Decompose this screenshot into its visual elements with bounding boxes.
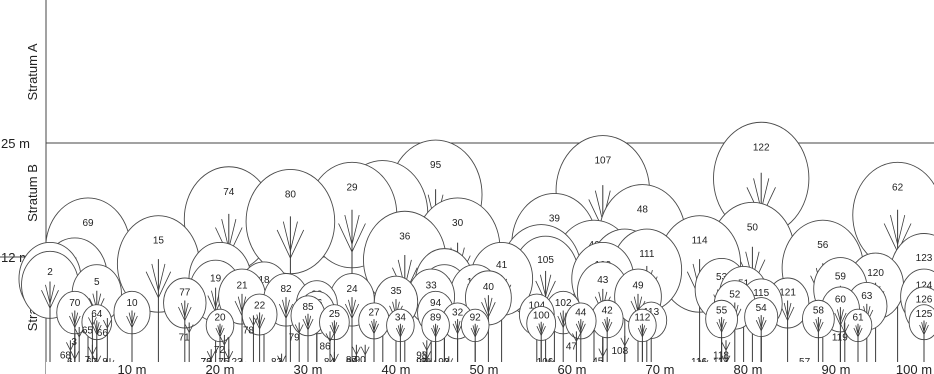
tree-label-56: 56 bbox=[817, 240, 829, 251]
height-label-25m: 25 m bbox=[1, 136, 30, 151]
tree-label-44: 44 bbox=[575, 308, 587, 319]
tree-label-61: 61 bbox=[852, 313, 864, 324]
tree-label-78: 78 bbox=[243, 325, 255, 336]
tree-label-69: 69 bbox=[82, 218, 94, 229]
tree-label-48: 48 bbox=[637, 205, 649, 216]
tree-label-25: 25 bbox=[329, 309, 341, 320]
tree-label-27: 27 bbox=[368, 308, 380, 319]
tree-77: 77 bbox=[164, 278, 207, 367]
tree-61: 61 bbox=[844, 309, 872, 367]
tree-label-63: 63 bbox=[861, 291, 873, 302]
tree-label-43: 43 bbox=[597, 275, 609, 286]
tree-label-107: 107 bbox=[594, 156, 611, 167]
tree-125: 125 bbox=[909, 305, 934, 367]
stratum-b-label: Stratum B bbox=[25, 164, 40, 222]
tree-label-89: 89 bbox=[430, 313, 442, 324]
tick-label-30m: 30 m bbox=[294, 362, 323, 374]
tree-label-29: 29 bbox=[346, 182, 358, 193]
tree-label-40: 40 bbox=[483, 282, 495, 293]
tree-label-10: 10 bbox=[126, 298, 138, 309]
tree-label-49: 49 bbox=[632, 280, 644, 291]
tree-label-33: 33 bbox=[426, 280, 438, 291]
tree-group: 1221079591296274804839306950361511446561… bbox=[19, 122, 934, 372]
tree-10: 10 bbox=[114, 291, 150, 367]
tick-label-90m: 90 m bbox=[822, 362, 851, 374]
tree-label-119: 119 bbox=[832, 333, 848, 344]
tree-34: 34 bbox=[387, 309, 415, 367]
tree-label-62: 62 bbox=[892, 182, 904, 193]
tick-label-80m: 80 m bbox=[734, 362, 763, 374]
tick-label-40m: 40 m bbox=[382, 362, 411, 374]
tree-label-95: 95 bbox=[430, 160, 442, 171]
tree-label-85: 85 bbox=[302, 302, 314, 313]
tree-label-126: 126 bbox=[916, 295, 933, 306]
tree-label-30: 30 bbox=[452, 218, 464, 229]
tree-label-32: 32 bbox=[452, 308, 464, 319]
tree-label-5: 5 bbox=[94, 277, 100, 288]
tree-label-58: 58 bbox=[813, 305, 825, 316]
tree-label-94: 94 bbox=[430, 298, 442, 309]
tick-label-20m: 20 m bbox=[206, 362, 235, 374]
tree-label-72: 72 bbox=[214, 345, 226, 356]
tree-label-15: 15 bbox=[153, 236, 165, 247]
tree-label-65: 65 bbox=[82, 325, 94, 336]
tree-label-47: 47 bbox=[566, 341, 578, 352]
tree-label-105: 105 bbox=[537, 255, 554, 266]
tree-label-66: 66 bbox=[97, 328, 109, 339]
tick-label-70m: 70 m bbox=[646, 362, 675, 374]
tree-54: 54 bbox=[745, 298, 778, 367]
tree-label-79: 79 bbox=[289, 333, 301, 344]
tree-label-92: 92 bbox=[470, 313, 482, 324]
tree-label-20: 20 bbox=[214, 313, 226, 324]
tree-label-35: 35 bbox=[390, 286, 402, 297]
tree-label-42: 42 bbox=[602, 305, 614, 316]
tree-label-111: 111 bbox=[639, 249, 655, 260]
tree-label-123: 123 bbox=[916, 253, 933, 264]
tree-label-34: 34 bbox=[395, 313, 407, 324]
tree-label-19: 19 bbox=[210, 274, 222, 285]
tree-label-39: 39 bbox=[549, 213, 561, 224]
tick-label-50m: 50 m bbox=[470, 362, 499, 374]
tree-label-70: 70 bbox=[69, 298, 81, 309]
tree-label-102: 102 bbox=[555, 298, 572, 309]
tree-label-86: 86 bbox=[319, 341, 331, 352]
tree-label-52: 52 bbox=[729, 290, 741, 301]
tree-label-112: 112 bbox=[634, 313, 650, 324]
tree-label-41: 41 bbox=[496, 260, 508, 271]
tree-label-108: 108 bbox=[611, 346, 628, 357]
tree-71: 71 bbox=[179, 323, 194, 368]
tree-label-59: 59 bbox=[835, 272, 847, 283]
tree-label-54: 54 bbox=[756, 303, 768, 314]
tree-label-114: 114 bbox=[692, 236, 708, 247]
tree-label-36: 36 bbox=[399, 231, 411, 242]
tree-label-24: 24 bbox=[346, 284, 358, 295]
tree-label-60: 60 bbox=[835, 295, 847, 306]
tree-label-74: 74 bbox=[223, 187, 235, 198]
tree-label-120: 120 bbox=[867, 268, 884, 279]
tree-label-71: 71 bbox=[179, 333, 191, 344]
tree-label-100: 100 bbox=[533, 310, 550, 321]
tick-label-100m: 100 m bbox=[896, 362, 932, 374]
tree-92: 92 bbox=[461, 309, 489, 367]
tree-label-2: 2 bbox=[47, 267, 53, 278]
tree-label-64: 64 bbox=[91, 309, 103, 320]
tree-label-122: 122 bbox=[753, 142, 770, 153]
tick-label-60m: 60 m bbox=[558, 362, 587, 374]
tree-label-55: 55 bbox=[716, 305, 728, 316]
tree-label-50: 50 bbox=[747, 222, 759, 233]
tree-label-82: 82 bbox=[280, 284, 292, 295]
stratum-a-label: Stratum A bbox=[25, 43, 40, 100]
tree-label-125: 125 bbox=[916, 309, 933, 320]
tree-label-80: 80 bbox=[285, 189, 297, 200]
tree-label-77: 77 bbox=[179, 288, 191, 299]
tree-label-21: 21 bbox=[236, 280, 248, 291]
tick-label-10m: 10 m bbox=[118, 362, 147, 374]
tree-label-22: 22 bbox=[254, 300, 266, 311]
